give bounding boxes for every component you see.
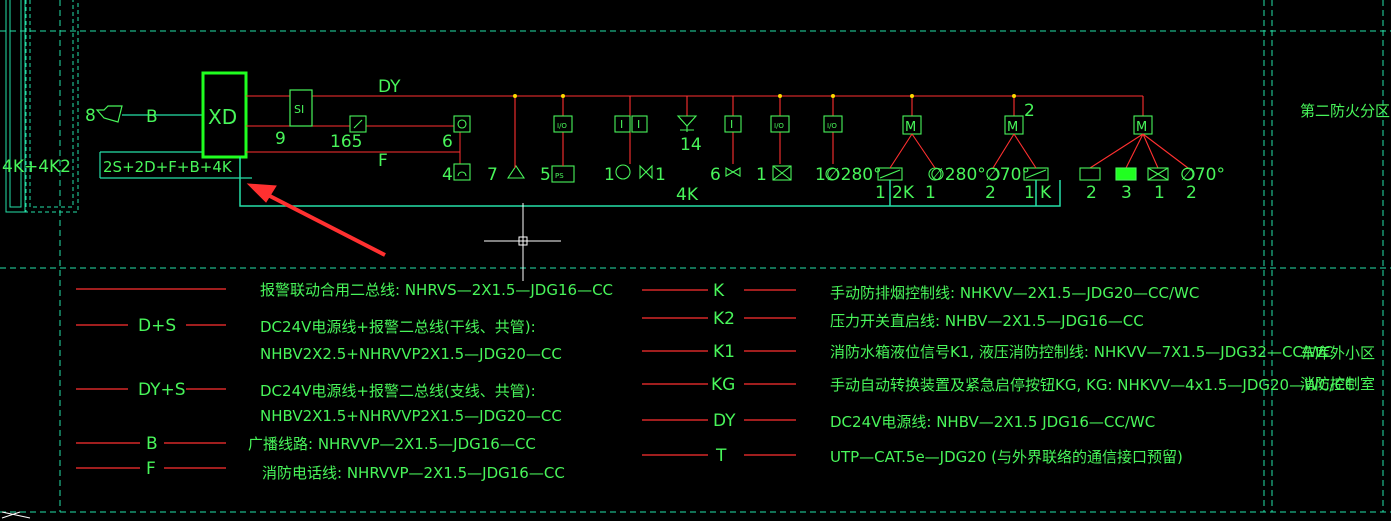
i-label-2: I <box>637 118 640 131</box>
legend-text: 消防水箱液位信号K1, 液压消防控制线: NHKVV—7X1.5—JDG32—C… <box>830 343 1333 361</box>
legend-code: K <box>713 281 725 301</box>
cad-cursor[interactable] <box>484 203 561 281</box>
zone-label: 消防控制室 <box>1300 375 1375 393</box>
io-label-3: I/O <box>827 122 837 130</box>
legend-code: KG <box>711 375 735 395</box>
legend-text: DC24V电源线+报警二总线(支线、共管): <box>260 382 536 400</box>
count-4: 4 <box>442 165 453 185</box>
count-5: 5 <box>540 165 551 185</box>
broadcast-count: 8 <box>85 106 96 126</box>
count-6b: 6 <box>710 165 721 185</box>
m-label-2: M <box>1007 120 1018 135</box>
devices <box>349 96 1195 183</box>
legend-left-texts: 报警联动合用二总线: NHRVS—2X1.5—JDG16—CC DC24V电源线… <box>248 281 613 482</box>
legend-code: D+S <box>138 316 176 336</box>
legend-right-codes: K K2 K1 KG DY T <box>708 281 744 466</box>
legend-text: DC24V电源线+报警二总线(干线、共管): <box>260 318 536 336</box>
k-label: K <box>1040 183 1052 203</box>
count-2c: 2 <box>1186 183 1197 203</box>
4k-label: 4K <box>676 185 699 205</box>
count-1e: 1 <box>875 183 886 203</box>
count-1c: 1 <box>756 165 767 185</box>
legend-text: 手动自动转换装置及紧急启停按钮KG, KG: NHKVV—4x1.5—JDG20… <box>830 376 1355 394</box>
count-1b: 1 <box>655 165 666 185</box>
legend-code: T <box>715 446 727 466</box>
bus-lines <box>99 151 252 179</box>
count-7: 7 <box>487 165 498 185</box>
count-2b: 2 <box>1086 183 1097 203</box>
count-1g: 1 <box>1024 183 1035 203</box>
io-label: I/O <box>557 122 567 130</box>
legend-text: DC24V电源线: NHBV—2X1.5 JDG16—CC/WC <box>830 413 1155 431</box>
count-1d: 1∅280° <box>815 165 882 185</box>
annotation-arrow <box>246 183 386 257</box>
zone-label: 车库外小区 <box>1300 344 1375 362</box>
xd-label: XD <box>208 105 237 129</box>
io-label-2: I/O <box>774 122 784 130</box>
n9-label: 9 <box>275 129 286 149</box>
count-3: 3 <box>1121 183 1132 203</box>
junction-dots <box>513 94 1016 98</box>
ucs-icon <box>1 511 31 519</box>
legend-text: NHBV2X2.5+NHRVVP2X1.5—JDG20—CC <box>260 345 562 363</box>
broadcast-line-label: B <box>146 107 158 127</box>
ps-label: PS <box>555 172 564 180</box>
n165-label: 165 <box>330 132 362 152</box>
zone-label: 第二防火分区 <box>1300 102 1390 120</box>
dia-280: ∅280° <box>930 165 986 185</box>
legend-code: K1 <box>713 342 735 362</box>
legend-code: DY+S <box>138 380 186 400</box>
legend-text: 报警联动合用二总线: NHRVS—2X1.5—JDG16—CC <box>260 281 613 299</box>
4k-line <box>239 157 1061 207</box>
i-label-3: I <box>730 118 733 131</box>
dy-line <box>246 95 1143 164</box>
n6-label: 6 <box>442 132 453 152</box>
legend-text: UTP—CAT.5e—JDG20 (与外界联络的通信接口预留) <box>830 448 1183 466</box>
bus-label: 2S+2D+F+B+4K <box>103 158 233 176</box>
f-label: F <box>378 151 388 171</box>
count-2a: 2 <box>985 183 996 203</box>
count-2k: 2K <box>892 183 915 203</box>
i-label-1: I <box>620 118 623 131</box>
legend-code: B <box>146 434 158 454</box>
legend-text: 广播线路: NHRVVP—2X1.5—JDG16—CC <box>248 435 536 453</box>
xd-box[interactable] <box>201 71 248 159</box>
dia-70b: ∅70° <box>1180 165 1225 185</box>
si-box[interactable] <box>289 89 313 127</box>
legend-code: DY <box>713 411 736 431</box>
legend-code: K2 <box>713 309 735 329</box>
speaker-icon <box>95 105 123 123</box>
count-1a: 1 <box>604 165 615 185</box>
legend-text: 消防电话线: NHRVVP—2X1.5—JDG16—CC <box>262 464 565 482</box>
m-label-3: M <box>1136 120 1147 135</box>
dy-label: DY <box>378 77 401 97</box>
count-14: 14 <box>680 135 702 155</box>
legend-code: F <box>146 459 156 479</box>
legend-text: 手动防排烟控制线: NHKVV—2X1.5—JDG20—CC/WC <box>830 284 1199 302</box>
count-1f: 1 <box>925 183 936 203</box>
left-pipes <box>5 0 79 213</box>
count-1h: 1 <box>1154 183 1165 203</box>
legend-right-texts: 手动防排烟控制线: NHKVV—2X1.5—JDG20—CC/WC 压力开关直启… <box>830 284 1355 466</box>
legend-left-codes: D+S DY+S B F <box>128 316 186 479</box>
m-label-1: M <box>905 120 916 135</box>
dia-70a: ∅70° <box>985 165 1030 185</box>
legend-text: 压力开关直启线: NHBV—2X1.5—JDG16—CC <box>830 312 1144 330</box>
legend-text: NHBV2X1.5+NHRVVP2X1.5—JDG20—CC <box>260 407 562 425</box>
count-2top: 2 <box>1024 101 1035 121</box>
si-label: SI <box>294 103 304 116</box>
left-cable-label: 4K+4K2 <box>2 157 71 177</box>
